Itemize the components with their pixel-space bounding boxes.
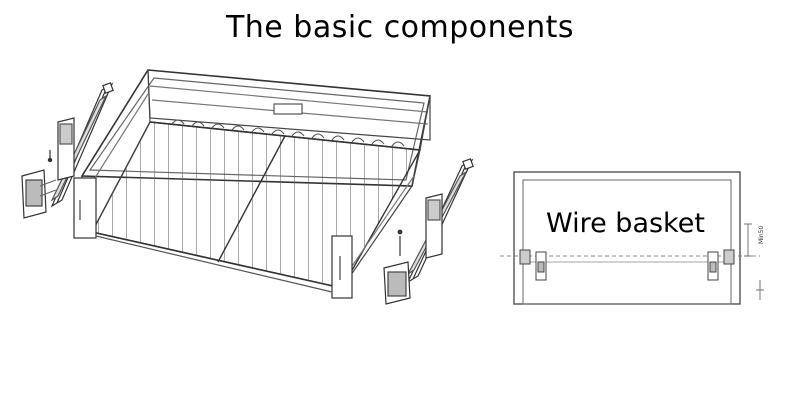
front-view-panel: [500, 171, 764, 305]
wire-basket-iso: [73, 69, 431, 299]
diagram-title: The basic components: [225, 10, 575, 45]
dimension-label: Min50: [758, 226, 765, 244]
right-runner: [383, 158, 474, 305]
wire-basket-label: Wire basket: [546, 208, 705, 239]
left-runner: [21, 82, 114, 219]
